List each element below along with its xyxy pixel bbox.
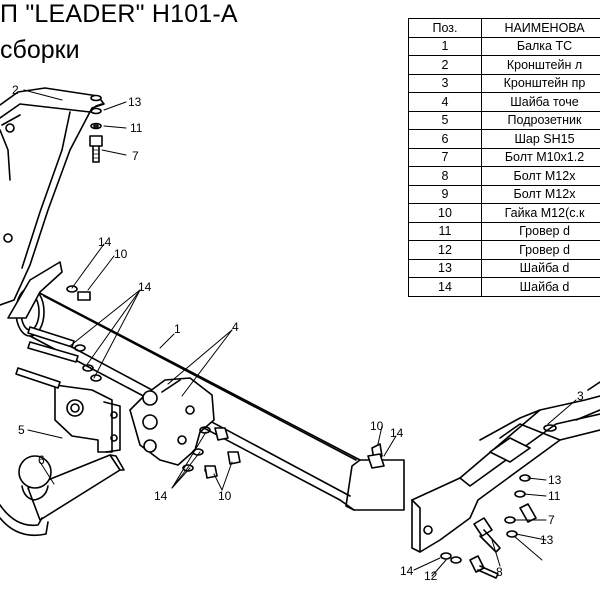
row-name: Гровер d <box>481 221 600 241</box>
callout-10-bottom: 10 <box>218 489 232 503</box>
callout-5: 5 <box>18 423 25 437</box>
row-name: Подрозетник <box>481 110 600 130</box>
socket-bracket <box>54 384 121 453</box>
row-pos: 14 <box>408 277 482 297</box>
center-fasteners <box>182 426 241 479</box>
callout-14-bottom: 14 <box>154 489 168 503</box>
right-fasteners <box>440 474 537 579</box>
header-pos: Поз. <box>408 18 482 38</box>
right-end-flange <box>367 443 385 469</box>
row-name: Шайба d <box>481 258 600 278</box>
callout-labels: 2 13 11 7 14 10 14 1 4 5 6 14 10 10 14 3… <box>12 83 584 583</box>
right-bracket <box>411 381 600 553</box>
callout-1: 1 <box>174 322 181 336</box>
callout-14-right: 14 <box>390 426 404 440</box>
ball-mount <box>0 454 125 537</box>
callout-8: 8 <box>496 565 503 579</box>
drawing-title: П "LEADER" H101-A <box>0 0 238 28</box>
callout-2: 2 <box>12 83 19 97</box>
callout-10-right: 10 <box>370 419 384 433</box>
row-name: Шар SH15 <box>481 129 600 149</box>
row-name: Шайба d <box>481 277 600 297</box>
callout-7-right-top: 7 <box>548 513 555 527</box>
row-pos: 10 <box>408 203 482 223</box>
callout-12: 12 <box>424 569 438 583</box>
leader-lines <box>23 89 577 577</box>
row-name: Болт М12х <box>481 184 600 204</box>
left-end-flange <box>7 261 63 319</box>
row-pos: 5 <box>408 110 482 130</box>
callout-4: 4 <box>232 320 239 334</box>
row-name: Шайба точе <box>481 92 600 112</box>
row-name: Болт М12х <box>481 166 600 186</box>
left-bracket-fasteners <box>89 107 103 163</box>
callout-13-right: 13 <box>540 533 554 547</box>
left-bracket <box>0 87 105 306</box>
callout-10-top: 10 <box>114 247 128 261</box>
row-name: Болт М10х1.2 <box>481 147 600 167</box>
callout-13-left: 13 <box>128 95 142 109</box>
left-bolts <box>15 285 102 389</box>
callout-3: 3 <box>577 389 584 403</box>
callout-11-left: 11 <box>130 121 143 135</box>
callout-14-bottom-right: 14 <box>400 564 414 578</box>
callout-13-right-top: 13 <box>548 473 562 487</box>
row-name: Кронштейн пр <box>481 73 600 93</box>
callout-6: 6 <box>38 453 45 467</box>
drawing-subtitle: сборки <box>0 36 80 64</box>
callout-14-top: 14 <box>98 235 112 249</box>
row-name: Гайка М12(с.к <box>481 203 600 223</box>
center-flange <box>129 377 215 466</box>
callout-14-mid: 14 <box>138 280 152 294</box>
tow-beam <box>15 287 405 511</box>
callout-11-right-top: 11 <box>548 489 561 503</box>
callout-7-left: 7 <box>132 149 139 163</box>
